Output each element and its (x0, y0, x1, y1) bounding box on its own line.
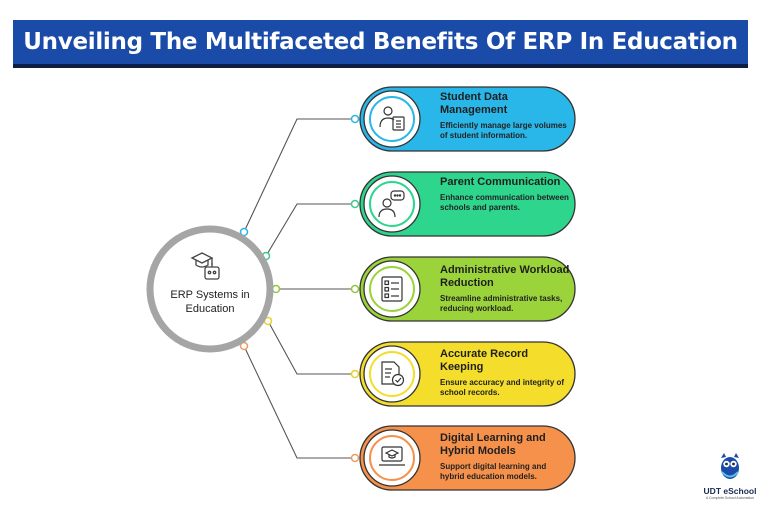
student-document-icon (379, 106, 405, 131)
card-3 (359, 256, 576, 322)
card-dot-1 (350, 114, 360, 124)
connector-4 (267, 320, 353, 375)
card-title: Student Data Management (440, 91, 508, 116)
card-title: Accurate Record Keeping (440, 348, 529, 373)
parent-chat-icon (378, 190, 405, 218)
brand-logo: UDT eSchool A Complete School Automation (695, 452, 765, 500)
connector-2 (265, 203, 353, 257)
card-title: Administrative Workload Reduction (440, 264, 570, 289)
checklist-icon (381, 276, 403, 302)
card-title: Digital Learning and Hybrid Models (440, 432, 546, 457)
connector-5 (243, 345, 353, 459)
card-description: Efficiently manage large volumes of stud… (440, 121, 567, 140)
card-3-text: Administrative Workload Reduction Stream… (440, 264, 570, 314)
card-2 (359, 171, 576, 237)
card-dot-2 (350, 199, 360, 209)
card-4-text: Accurate Record Keeping Ensure accuracy … (440, 348, 570, 398)
card-description: Support digital learning and hybrid educ… (440, 462, 547, 481)
card-description: Enhance communication between schools an… (440, 193, 569, 212)
card-dot-4 (350, 369, 360, 379)
connector-1 (243, 118, 353, 233)
card-dot-3 (350, 284, 360, 294)
document-check-icon (381, 361, 405, 387)
laptop-graduation-icon (379, 446, 405, 466)
card-2-text: Parent Communication Enhance communicati… (440, 176, 570, 213)
brand-name: UDT eSchool (703, 486, 757, 496)
card-1-text: Student Data Management Efficiently mana… (440, 91, 570, 141)
card-title: Parent Communication (440, 176, 561, 188)
graduation-cap-robot-icon (190, 252, 220, 280)
title-banner: Unveiling The Multifaceted Benefits Of E… (13, 20, 748, 68)
hub-label-line1: ERP Systems in (170, 289, 250, 301)
hub-dot-3 (271, 284, 281, 294)
hub-ring (146, 225, 274, 353)
card-dot-5 (350, 453, 360, 463)
card-description: Ensure accuracy and integrity of school … (440, 378, 565, 397)
hub-label-line2: Education (185, 303, 235, 315)
page-title: Unveiling The Multifaceted Benefits Of E… (23, 29, 738, 55)
brand-tagline: A Complete School Automation (705, 496, 755, 500)
hub-label: ERP Systems in Education (158, 288, 262, 316)
card-1 (359, 86, 576, 152)
card-5-text: Digital Learning and Hybrid Models Suppo… (440, 432, 570, 482)
card-4 (359, 341, 576, 407)
card-description: Streamline administrative tasks, reducin… (440, 294, 563, 313)
owl-logo-icon (721, 453, 739, 479)
card-5 (359, 425, 576, 491)
